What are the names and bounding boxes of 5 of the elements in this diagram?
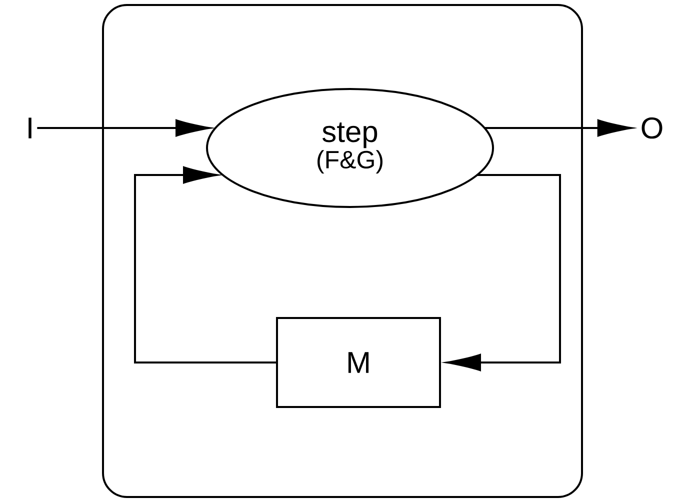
outer-frame xyxy=(102,4,583,498)
signal-label: I xyxy=(28,118,32,138)
memory-box: M xyxy=(276,317,441,408)
arrow xyxy=(134,166,276,364)
signal-label: O xyxy=(642,117,662,139)
